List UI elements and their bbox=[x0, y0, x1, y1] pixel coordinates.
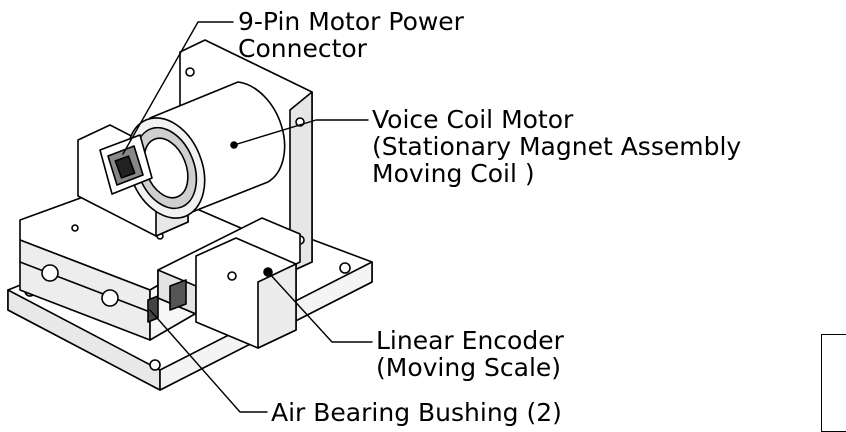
callout-motor-line-3: Moving Coil ) bbox=[372, 159, 535, 188]
leader-bushing bbox=[149, 309, 268, 413]
leader-encoder bbox=[267, 271, 373, 343]
callout-motor-line-1: Voice Coil Motor bbox=[372, 105, 574, 134]
adjacent-page-fragment bbox=[821, 334, 846, 432]
callout-motor: Voice Coil Motor (Stationary Magnet Asse… bbox=[372, 106, 741, 187]
leader-connector bbox=[122, 21, 234, 155]
callout-motor-line-2: (Stationary Magnet Assembly bbox=[372, 132, 742, 161]
callout-encoder: Linear Encoder (Moving Scale) bbox=[376, 327, 564, 381]
callout-encoder-line-1: Linear Encoder bbox=[376, 326, 564, 355]
callout-leader-lines bbox=[122, 21, 373, 413]
leader-motor bbox=[233, 119, 369, 146]
linear-encoder-assembly bbox=[157, 217, 301, 349]
callout-connector: 9-Pin Motor Power Connector bbox=[238, 8, 464, 62]
callout-encoder-line-2: (Moving Scale) bbox=[376, 353, 562, 382]
nine-pin-connector bbox=[99, 134, 153, 195]
callout-connector-line-2: Connector bbox=[238, 34, 367, 63]
callout-connector-line-1: 9-Pin Motor Power bbox=[238, 7, 464, 36]
callout-bushing: Air Bearing Bushing (2) bbox=[271, 399, 562, 426]
voice-coil-motor-body bbox=[126, 81, 286, 219]
callout-bushing-line-1: Air Bearing Bushing (2) bbox=[271, 398, 562, 427]
